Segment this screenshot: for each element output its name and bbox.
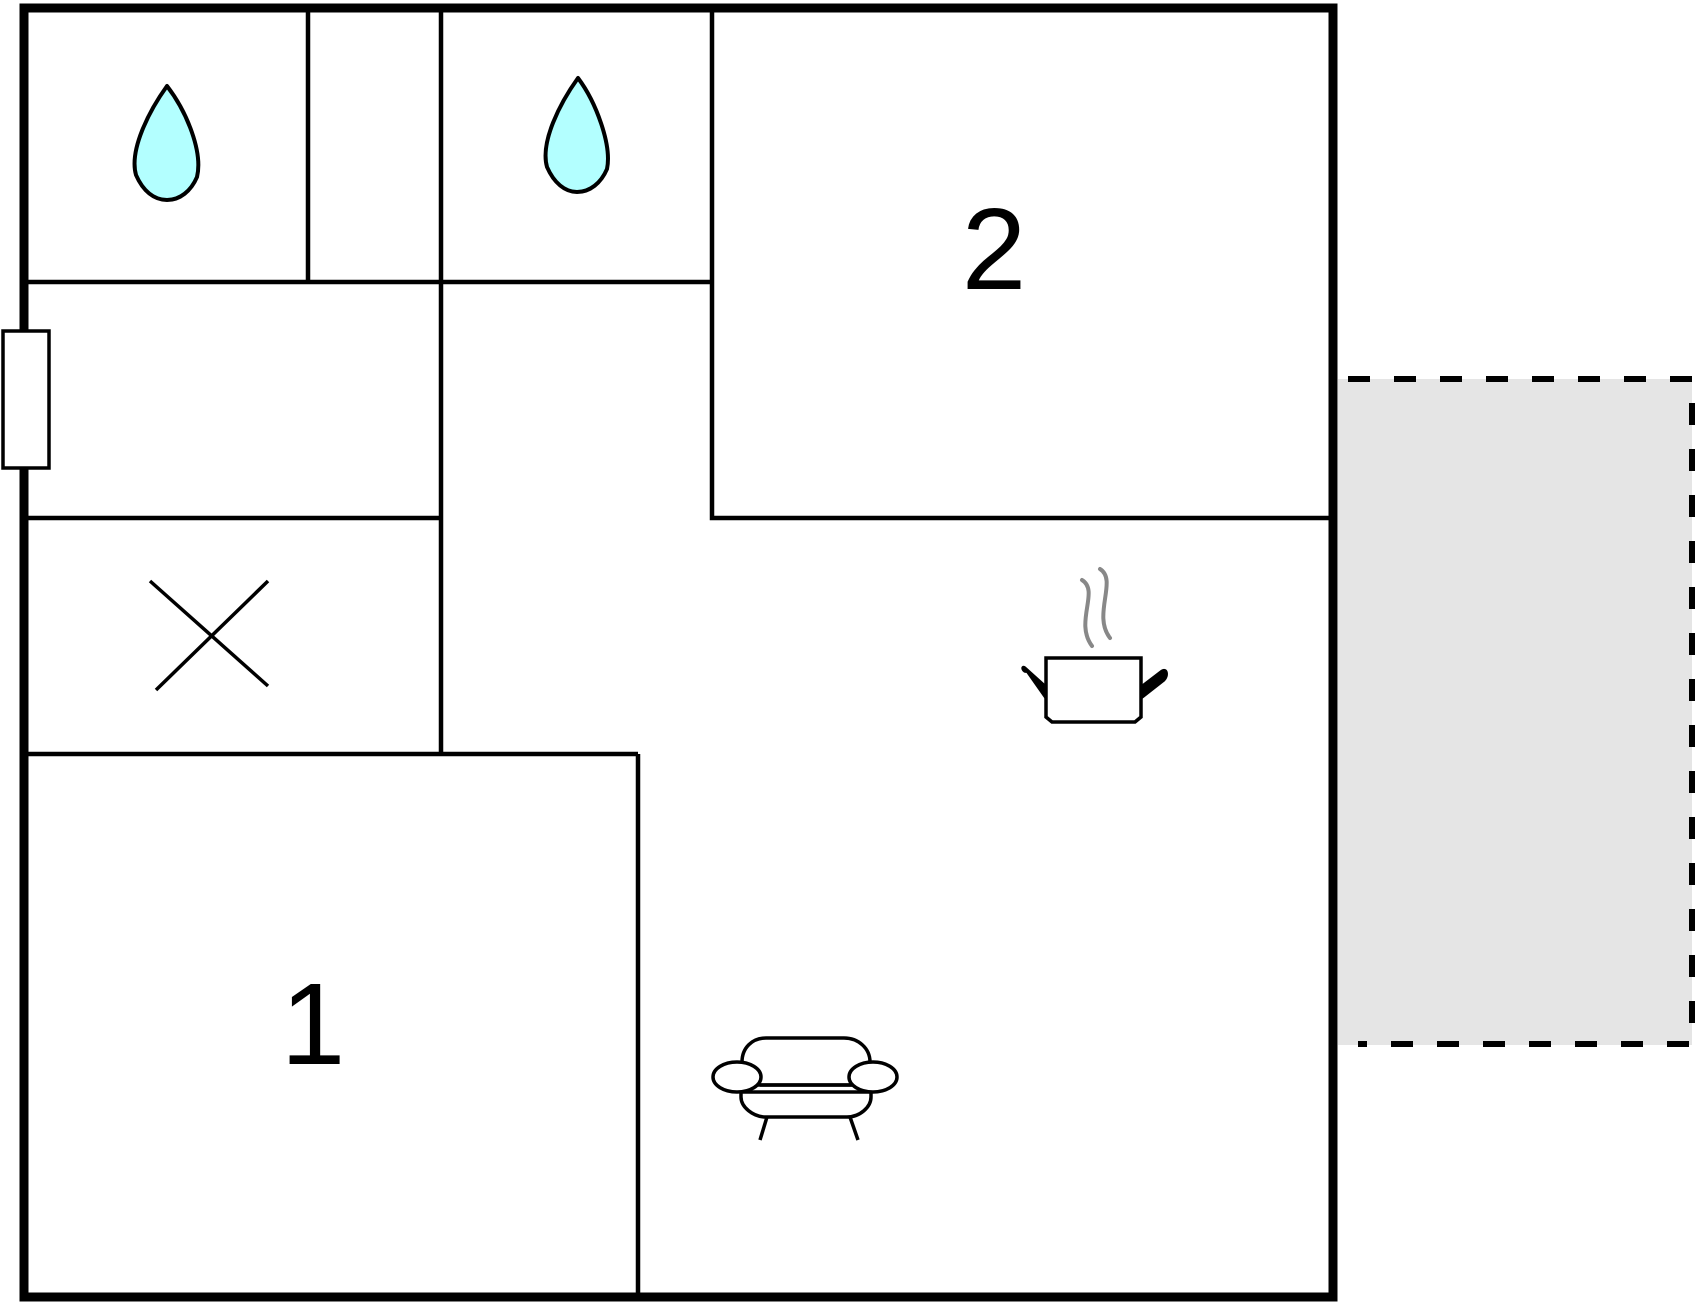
- exterior-walls: [19, 3, 1338, 1302]
- cross-icon: [148, 579, 270, 692]
- room-number-1: 1: [281, 959, 346, 1089]
- cooking-pot-icon: [1021, 567, 1168, 724]
- water-drop-icon: [132, 84, 201, 202]
- terrace: [1338, 376, 1695, 1047]
- room-number-2: 2: [962, 184, 1027, 314]
- sofa-icon: [711, 1036, 899, 1141]
- water-drop-icon: [543, 76, 610, 194]
- interior-walls: [24, 8, 1333, 1297]
- entrance-door-icon: [1, 329, 51, 470]
